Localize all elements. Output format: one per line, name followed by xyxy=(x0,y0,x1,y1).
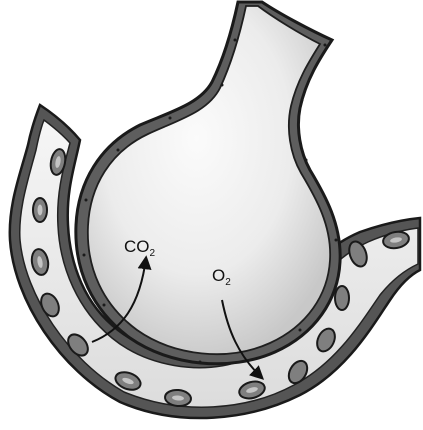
co2-label-subscript: 2 xyxy=(150,248,156,259)
cell-nucleus-dot xyxy=(169,117,172,120)
cell-nucleus-dot xyxy=(85,199,88,202)
cell-nucleus-dot xyxy=(221,84,224,87)
co2-label-main: CO xyxy=(124,237,150,256)
cell-nucleus-dot xyxy=(301,99,304,102)
cell-nucleus-dot xyxy=(324,44,327,47)
o2-label-subscript: 2 xyxy=(225,277,231,288)
cell-nucleus-dot xyxy=(305,159,308,162)
cell-nucleus-dot xyxy=(117,149,120,152)
cell-nucleus-dot xyxy=(103,304,106,307)
alveolus xyxy=(76,2,340,364)
cell-nucleus-dot xyxy=(234,39,237,42)
cell-nucleus-dot xyxy=(335,239,338,242)
o2-label-main: O xyxy=(212,266,225,285)
cell-nucleus-dot xyxy=(199,361,202,364)
cell-nucleus-dot xyxy=(83,254,86,257)
cell-nucleus-dot xyxy=(299,329,302,332)
alveolus-lumen xyxy=(88,6,330,354)
red-blood-cell xyxy=(335,286,349,310)
rbc-core xyxy=(38,205,43,216)
